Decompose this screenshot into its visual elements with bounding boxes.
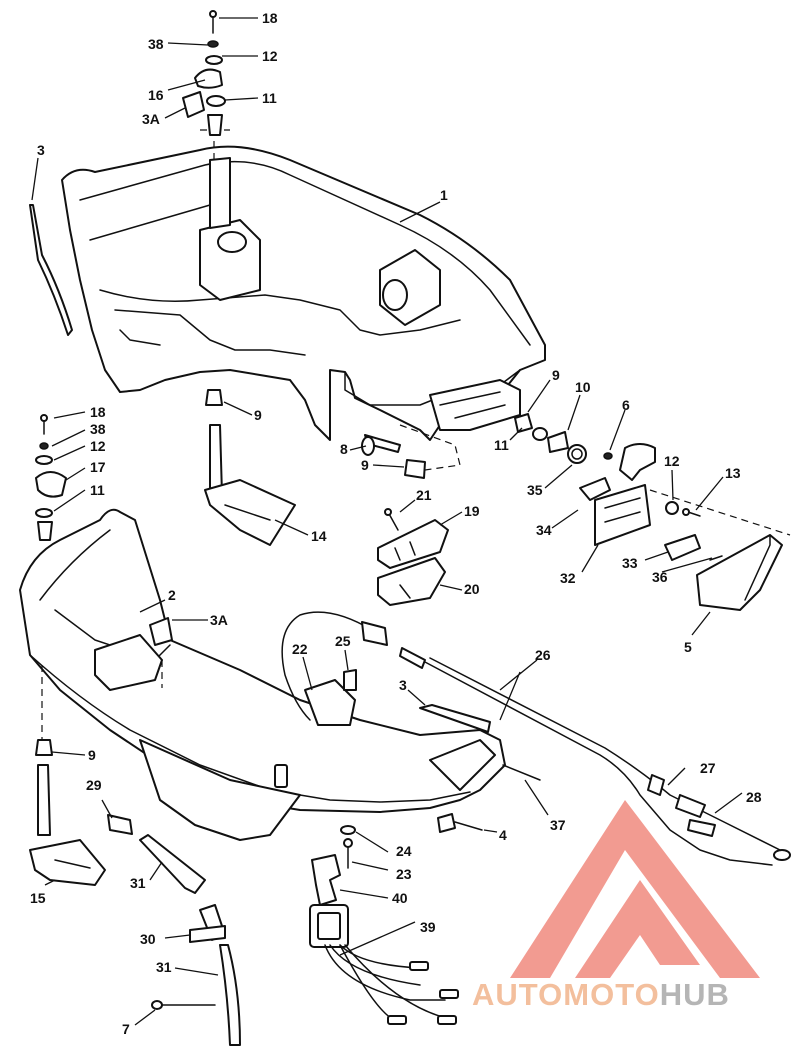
- callout: 39: [420, 919, 436, 935]
- rod-and-lever-14: [204, 389, 296, 546]
- callout: 23: [396, 866, 412, 882]
- callout: 35: [527, 482, 543, 498]
- callout: 10: [575, 379, 591, 395]
- callout: 18: [90, 404, 106, 420]
- latch-assembly: [514, 413, 791, 611]
- callout: 33: [622, 555, 638, 571]
- clip-40: [311, 854, 341, 906]
- callout: 11: [90, 482, 105, 498]
- callout: 17: [90, 459, 106, 475]
- callout: 13: [725, 465, 741, 481]
- callout: 30: [140, 931, 156, 947]
- callout: 15: [30, 890, 46, 906]
- bolt-4: [437, 813, 483, 833]
- watermark-logo: AUTOMOTOHUB: [472, 800, 760, 1012]
- callout: 21: [416, 487, 432, 503]
- callout: 26: [535, 647, 551, 663]
- callout: 12: [90, 438, 106, 454]
- callout: 19: [464, 503, 480, 519]
- callout: 37: [550, 817, 566, 833]
- callout: 7: [122, 1021, 130, 1037]
- leader-lines: [31, 17, 743, 1026]
- callout: 12: [664, 453, 680, 469]
- throttle-cable-26: [399, 647, 791, 866]
- seal-strip-middle: [419, 704, 491, 733]
- callout: 31: [130, 875, 146, 891]
- callout: 28: [746, 789, 762, 805]
- logo-text-part1: AUTOMOTO: [472, 977, 660, 1012]
- callout: 18: [262, 10, 278, 26]
- callout: 1: [440, 187, 448, 203]
- callout: 9: [361, 457, 369, 473]
- logo-text: AUTOMOTOHUB: [472, 977, 730, 1012]
- bracket-19-20-21: [377, 508, 449, 606]
- callout: 34: [536, 522, 552, 538]
- logo-inner-stroke-icon: [575, 880, 700, 978]
- hoses-31-30-7: [139, 834, 241, 1046]
- callout: 4: [499, 827, 507, 843]
- callout: 36: [652, 569, 668, 585]
- callout: 40: [392, 890, 408, 906]
- callout: 16: [148, 87, 164, 103]
- rod-and-lever-15: [29, 739, 106, 886]
- callout: 3: [399, 677, 407, 693]
- callout: 3A: [142, 111, 160, 127]
- callout: 2: [168, 587, 176, 603]
- switch-harness-22-25: [281, 611, 388, 726]
- fitting-29: [107, 814, 133, 835]
- callout: 20: [464, 581, 480, 597]
- seal-strip-left: [29, 204, 73, 336]
- logo-text-part2: HUB: [660, 977, 730, 1012]
- callout: 38: [90, 421, 106, 437]
- fastener-24-23: [340, 825, 356, 869]
- callout: 12: [262, 48, 278, 64]
- callout: 38: [148, 36, 164, 52]
- logo-triangle-icon: [510, 800, 760, 978]
- callout: 3A: [210, 612, 228, 628]
- connector-39: [309, 904, 459, 1025]
- callout: 24: [396, 843, 412, 859]
- callout: 5: [684, 639, 692, 655]
- callout-labels: 18 38 12 16 11 3A 3 1 9 9 10 6 8 9 11 35…: [30, 10, 762, 1037]
- top-screw-stack: [182, 10, 226, 136]
- callout: 8: [340, 441, 348, 457]
- callout: 22: [292, 641, 308, 657]
- pin-37: [502, 764, 541, 781]
- callout: 25: [335, 633, 351, 649]
- callout: 3: [37, 142, 45, 158]
- callout: 9: [88, 747, 96, 763]
- callout: 11: [494, 437, 509, 453]
- callout: 11: [262, 90, 277, 106]
- callout: 9: [552, 367, 560, 383]
- bottom-cowl: [19, 508, 506, 841]
- pin-8-grommet-9: [361, 424, 461, 479]
- callout: 9: [254, 407, 262, 423]
- left-screw-stack: [35, 414, 67, 541]
- callout: 6: [622, 397, 630, 413]
- callout: 29: [86, 777, 102, 793]
- top-cowl: [61, 125, 546, 441]
- callout: 31: [156, 959, 172, 975]
- callout: 27: [700, 760, 716, 776]
- callout: 32: [560, 570, 576, 586]
- callout: 14: [311, 528, 327, 544]
